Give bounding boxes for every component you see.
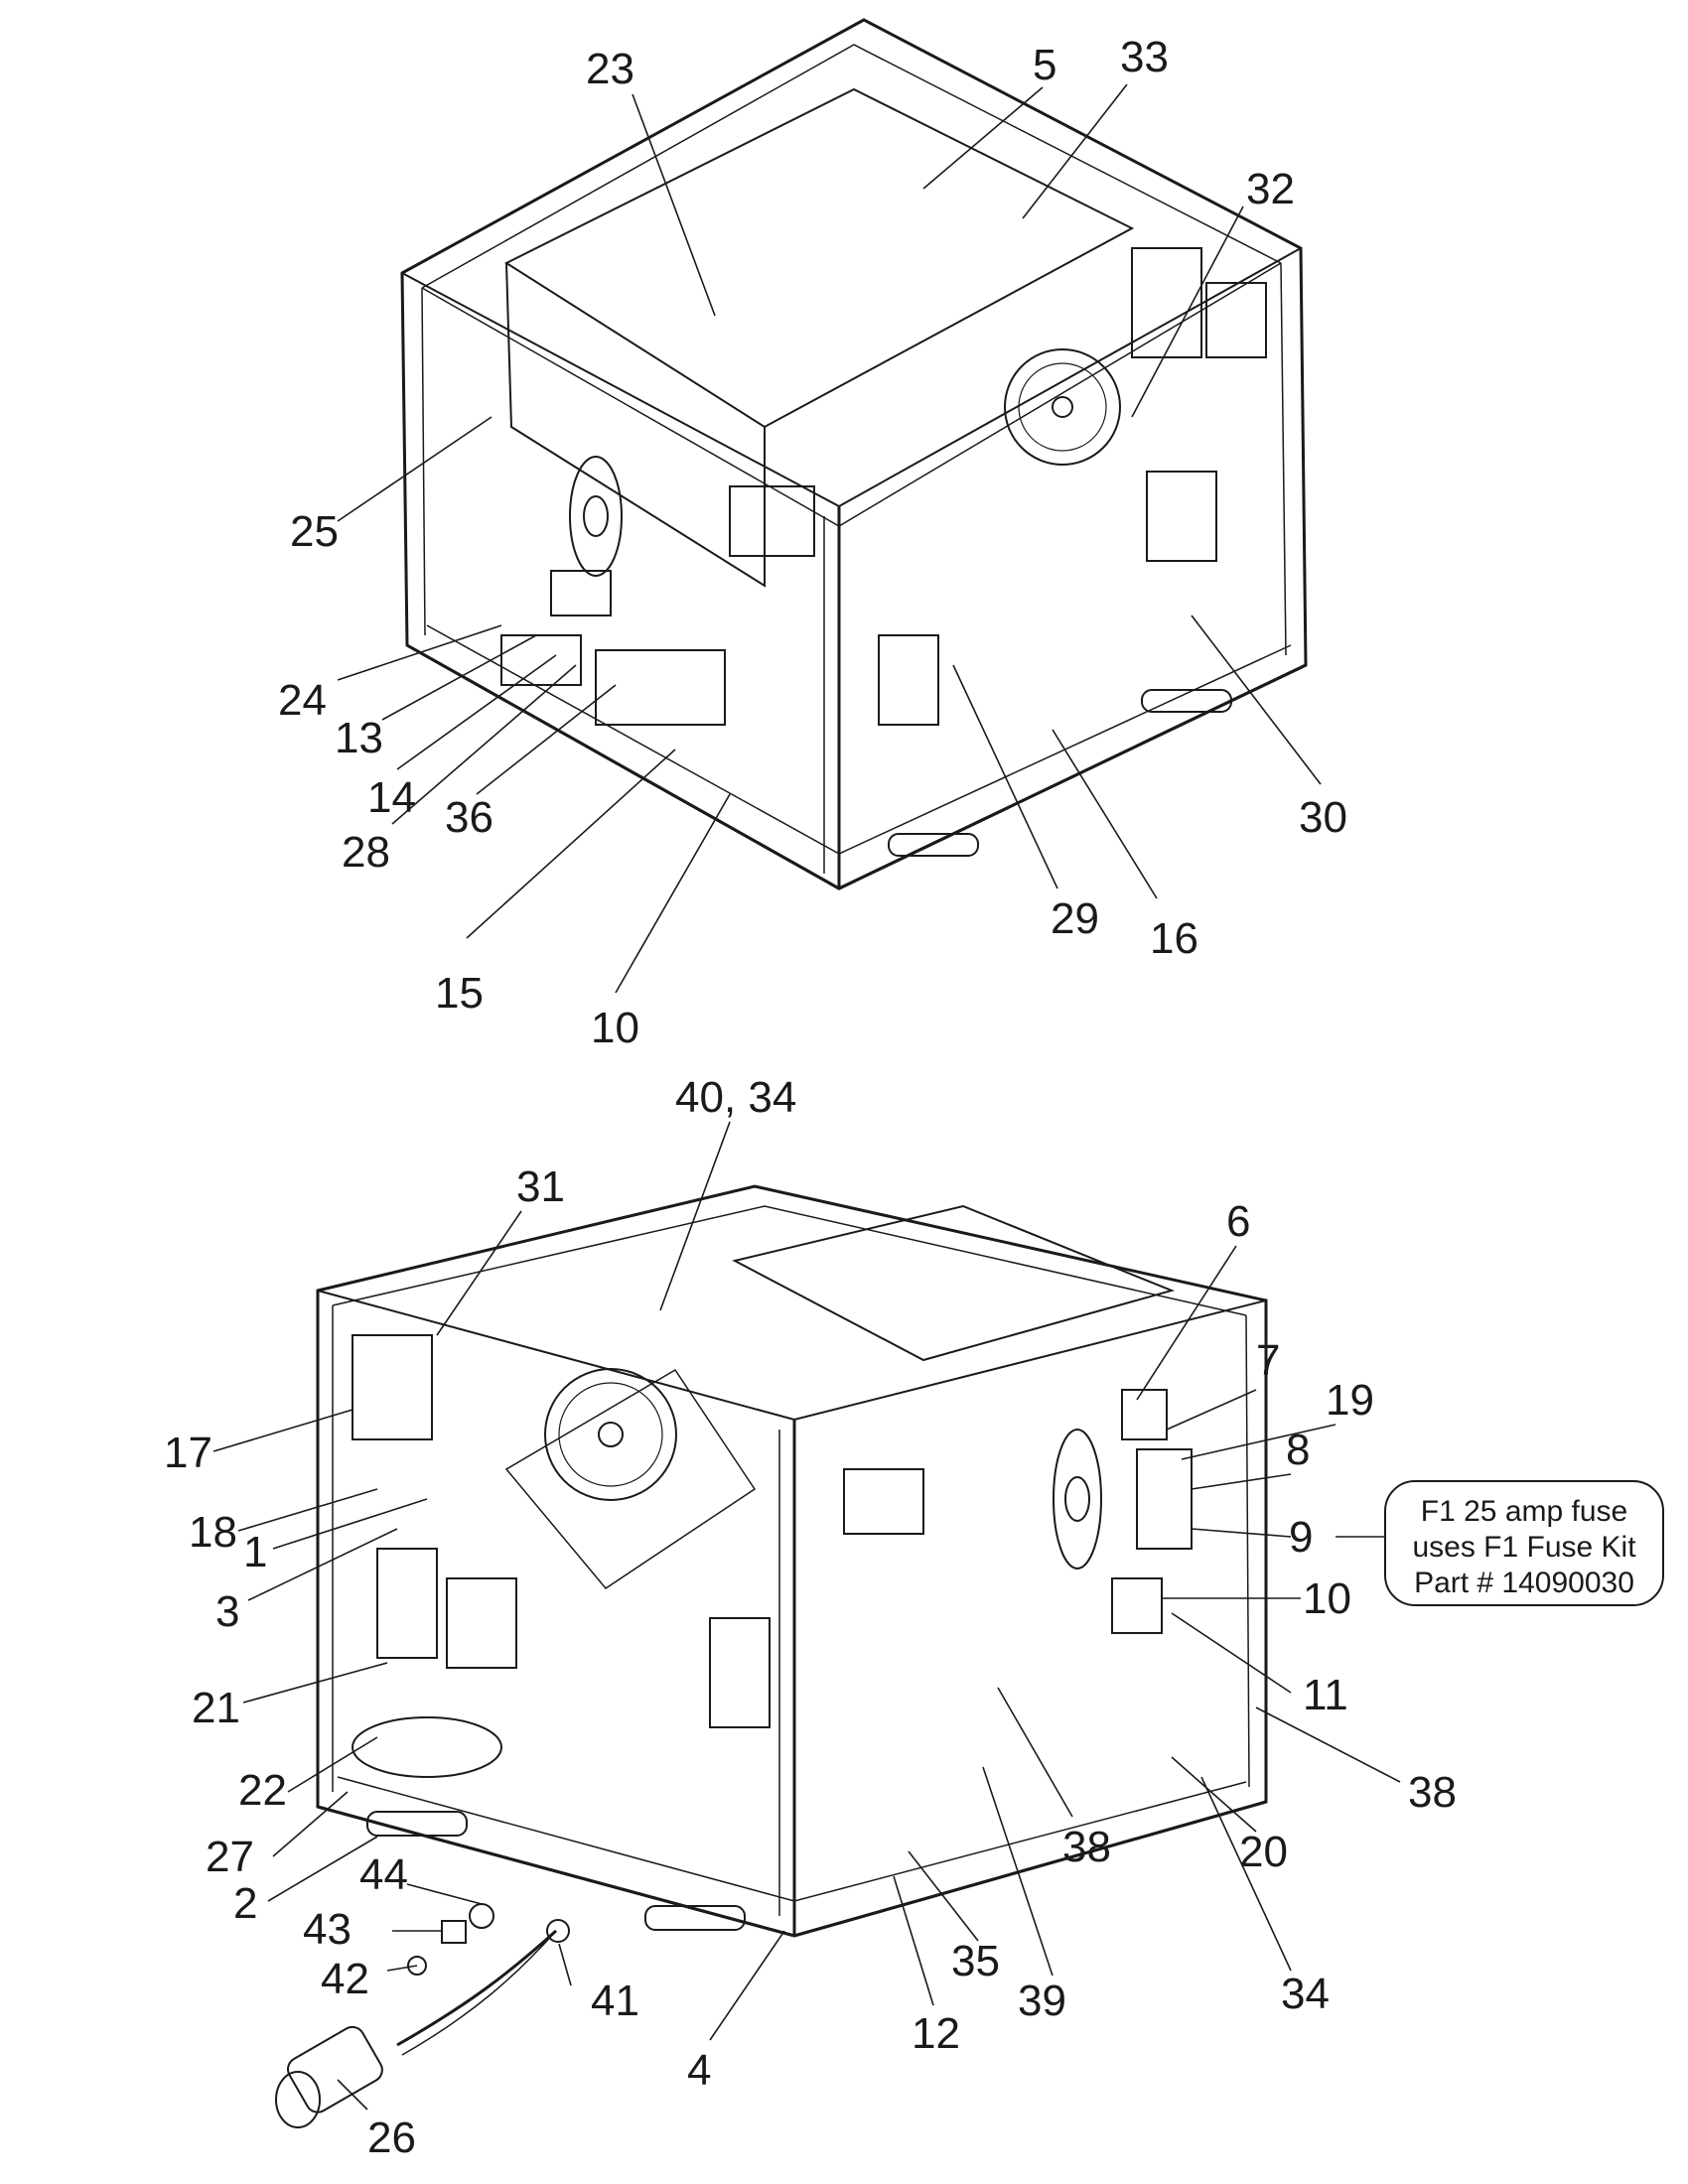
strain-relief-nut (469, 1903, 494, 1929)
top-stirrer-disc (1004, 348, 1121, 466)
callout-41: 41 (591, 1977, 639, 2025)
callout-8: 8 (1286, 1426, 1310, 1474)
bottom-frame-outline (316, 1184, 1268, 1938)
callout-24: 24 (278, 676, 327, 725)
bottom-contactors (1121, 1389, 1168, 1440)
callout-25: 25 (290, 507, 339, 556)
callout-15: 15 (435, 969, 484, 1018)
callout-5: 5 (1033, 41, 1056, 89)
callout-38-right: 38 (1408, 1768, 1457, 1817)
callout-29: 29 (1051, 894, 1099, 943)
callout-31: 31 (516, 1162, 565, 1211)
top-frame-top-edge (401, 247, 1302, 508)
bottom-cavity-block (732, 1204, 1176, 1362)
bottom-fan (352, 1716, 502, 1778)
callout-11: 11 (1303, 1671, 1348, 1719)
callout-1: 1 (243, 1528, 267, 1576)
callout-42: 42 (321, 1955, 369, 2003)
callout-14: 14 (367, 773, 416, 822)
callout-7: 7 (1256, 1336, 1280, 1385)
top-control-board (595, 649, 726, 726)
top-cavity-block (503, 87, 1135, 429)
callout-6: 6 (1226, 1197, 1250, 1246)
bottom-base-rail (317, 1800, 1267, 1938)
callout-9: 9 (1289, 1513, 1313, 1562)
callout-34: 34 (1281, 1970, 1330, 2018)
callout-39: 39 (1018, 1977, 1066, 2025)
callout-38-center: 38 (1062, 1823, 1111, 1871)
callout-22: 22 (238, 1766, 287, 1815)
bottom-transformer (352, 1334, 433, 1440)
strain-relief-bushing (441, 1920, 467, 1944)
callout-32: 32 (1246, 165, 1295, 213)
cord-grommet (546, 1919, 570, 1943)
top-transformer (1131, 247, 1202, 358)
bottom-side-fan (1053, 1429, 1102, 1570)
top-assembly-drawing (400, 18, 1308, 890)
bottom-assembly-drawing (275, 1184, 1268, 2128)
callout-30: 30 (1299, 793, 1347, 842)
callout-16: 16 (1150, 914, 1198, 963)
callout-28: 28 (342, 828, 390, 877)
callout-43: 43 (303, 1905, 352, 1954)
fuse-note-line2: uses F1 Fuse Kit (1412, 1531, 1636, 1564)
callout-17: 17 (164, 1429, 212, 1477)
callout-18: 18 (189, 1508, 237, 1557)
callout-3: 3 (215, 1587, 239, 1636)
top-frame-outline (400, 18, 1308, 890)
callout-20: 20 (1239, 1828, 1288, 1876)
callout-2: 2 (233, 1879, 257, 1928)
callout-10-top: 10 (591, 1004, 639, 1052)
callout-13: 13 (335, 714, 383, 762)
top-magnetron (878, 634, 939, 726)
power-plug (287, 2025, 383, 2114)
callout-labels-top: 23 5 33 32 25 24 13 14 28 36 15 10 29 16… (278, 33, 1347, 1052)
bottom-stirrer-disc (544, 1368, 677, 1501)
fuse-note-line1: F1 25 amp fuse (1421, 1495, 1627, 1528)
top-fan (569, 456, 623, 577)
callout-36: 36 (445, 793, 493, 842)
power-cord (396, 1929, 558, 2047)
callout-23: 23 (586, 45, 634, 93)
callout-40-34: 40, 34 (675, 1073, 796, 1122)
callout-21: 21 (192, 1684, 240, 1732)
fuse-note-line3: Part # 14090030 (1414, 1567, 1634, 1599)
callout-26: 26 (367, 2114, 416, 2162)
callout-19: 19 (1326, 1376, 1374, 1425)
fuse-note-box: F1 25 amp fuse uses F1 Fuse Kit Part # 1… (1384, 1480, 1664, 1606)
callout-leader-lines (212, 83, 1401, 2111)
callout-33: 33 (1120, 33, 1169, 81)
bottom-frame-top-edge (317, 1290, 1267, 1422)
callout-10-bottom: 10 (1303, 1574, 1351, 1623)
callout-4: 4 (687, 2046, 711, 2095)
callout-35: 35 (951, 1937, 1000, 1985)
top-base-rail (406, 643, 1307, 890)
callout-12: 12 (912, 2009, 960, 2058)
bottom-magnetron (376, 1548, 438, 1659)
callout-labels-bottom: 40, 34 31 6 7 19 8 9 10 11 38 17 18 1 3 … (164, 1073, 1457, 2162)
callout-27: 27 (206, 1833, 254, 1881)
callout-44: 44 (359, 1850, 408, 1899)
